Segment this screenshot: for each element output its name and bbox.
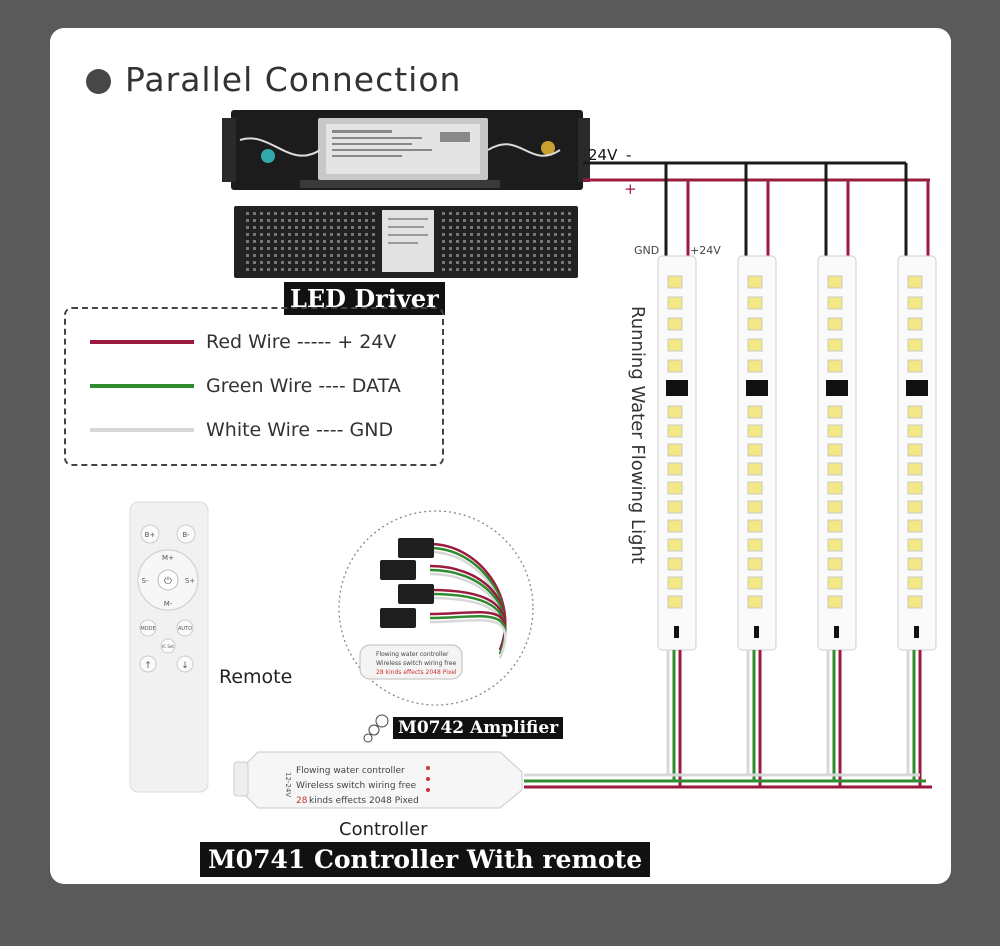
driver-output-wires (583, 161, 930, 182)
power-icon: ⏻ (164, 576, 172, 587)
svg-text:S+: S+ (185, 577, 195, 585)
svg-text:AUTO: AUTO (178, 626, 192, 632)
svg-text:Flowing water controller: Flowing water controller (376, 651, 449, 658)
connector-plug-icon (380, 560, 416, 580)
svg-text:M+: M+ (162, 554, 174, 562)
svg-text:↑: ↑ (144, 661, 152, 671)
legend-text-white: White Wire ---- GND (206, 419, 394, 441)
label-24v: 24V (588, 146, 618, 164)
led-strip (817, 163, 857, 787)
connector-plug-icon (380, 608, 416, 628)
svg-text:MODE: MODE (140, 626, 155, 632)
svg-text:Wireless switch wiring free: Wireless switch wiring free (296, 781, 417, 791)
svg-text:Wireless switch wiring free: Wireless switch wiring free (376, 660, 456, 667)
page-title: Parallel Connection (125, 60, 462, 99)
wire-legend: Red Wire ----- + 24V Green Wire ---- DAT… (64, 307, 444, 466)
connector-plug-icon (398, 538, 434, 558)
amplifier-label: M0742 Amplifier (393, 717, 564, 739)
svg-text:S-: S- (142, 577, 149, 585)
label-gnd: GND (634, 244, 659, 257)
svg-text:M-: M- (164, 600, 173, 608)
label-plus: + (624, 180, 637, 198)
legend-text-red: Red Wire ----- + 24V (206, 331, 397, 353)
led-strip (737, 163, 777, 787)
controller-label: Controller (339, 819, 428, 840)
legend-row-green: Green Wire ---- DATA (90, 371, 401, 401)
controller-device: Flowing water controller Wireless switch… (233, 751, 523, 809)
red-wire-swatch (90, 340, 194, 344)
white-wire-swatch (90, 428, 194, 432)
amplifier-illustration: Flowing water controller Wireless switch… (338, 510, 534, 743)
label-minus: - (626, 146, 631, 164)
svg-text:↓: ↓ (181, 661, 189, 671)
remote-control: B+ B- ⏻ M+ M- S- S+ MODE AUTO IC Set ↑ ↓ (129, 501, 209, 793)
led-driver-unit (222, 110, 590, 190)
svg-text:IC Set: IC Set (162, 644, 174, 649)
led-driver-cover (234, 206, 578, 278)
legend-text-green: Green Wire ---- DATA (206, 375, 401, 397)
legend-row-red: Red Wire ----- + 24V (90, 327, 396, 357)
led-strip (657, 163, 697, 787)
controller-caption: M0741 Controller With remote (200, 842, 651, 877)
svg-text:Flowing water controller: Flowing water controller (296, 766, 405, 776)
svg-text:12-24V: 12-24V (284, 772, 292, 797)
data-bus-wires (524, 773, 932, 789)
connector-plug-icon (398, 584, 434, 604)
svg-text:B+: B+ (145, 531, 156, 539)
led-strips (657, 163, 937, 787)
green-wire-swatch (90, 384, 194, 388)
remote-label: Remote (219, 666, 293, 688)
legend-row-white: White Wire ---- GND (90, 415, 393, 445)
svg-text:28 kinds effects 2048 Pixel: 28 kinds effects 2048 Pixel (376, 669, 457, 676)
svg-text:B-: B- (182, 531, 190, 539)
svg-text:28: 28 (296, 796, 308, 806)
label-plus24v: +24V (690, 244, 721, 257)
svg-text:kinds effects 2048 Pixed: kinds effects 2048 Pixed (309, 796, 419, 806)
led-strip (897, 163, 937, 787)
strip-label: Running Water Flowing Light (627, 306, 648, 564)
title-bullet-icon (86, 69, 111, 94)
